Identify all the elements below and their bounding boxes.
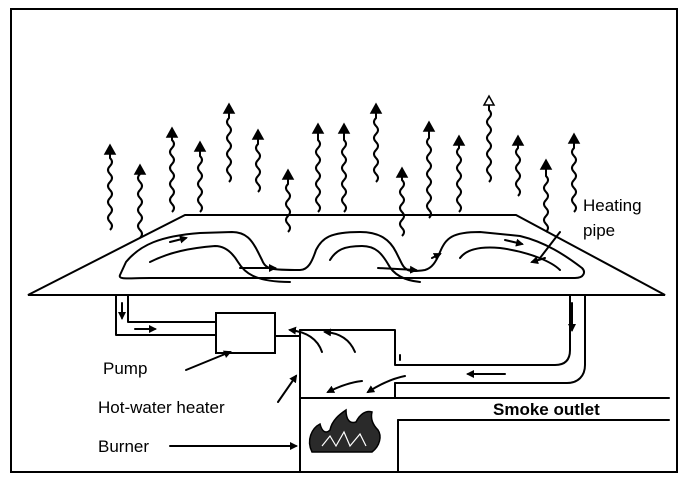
heat-wave-arrow	[285, 178, 291, 233]
heat-wave-arrow	[341, 132, 347, 213]
heat-wave-arrow	[137, 173, 143, 239]
heat-arrowhead	[103, 143, 117, 155]
heater-flow-arrows	[288, 326, 406, 394]
pump-label: Pump	[103, 359, 147, 378]
heat-wave-arrow	[571, 142, 577, 213]
label-leaders	[169, 231, 561, 450]
burner-label: Burner	[98, 437, 149, 456]
smoke-outlet-label: Smoke outlet	[493, 400, 600, 419]
coil-flow-arrows	[169, 235, 546, 274]
heat-arrowhead	[133, 163, 147, 175]
heat-wave-arrow	[486, 104, 492, 183]
heating-pipe-coil	[118, 231, 585, 283]
heating-label: Heating	[583, 196, 642, 215]
hot-water-heater-label: Hot-water heater	[98, 398, 225, 417]
heat-arrowhead	[395, 166, 409, 178]
pipe-label: pipe	[583, 221, 615, 240]
heat-wave-arrow	[543, 168, 549, 233]
heat-wave-arrow	[515, 144, 521, 197]
heat-arrowhead	[222, 102, 236, 114]
heat-arrowhead	[511, 134, 525, 146]
heat-arrowhead	[337, 122, 351, 134]
heat-arrowhead	[567, 132, 581, 144]
heat-arrowhead	[452, 134, 466, 146]
heat-wave-arrow	[315, 132, 321, 213]
heat-arrowhead	[251, 128, 265, 140]
heat-wave-arrow	[426, 130, 432, 219]
heat-arrowhead	[422, 120, 436, 132]
heat-wave-arrow	[399, 176, 405, 237]
heat-wave-arrows	[103, 94, 581, 239]
heat-arrowhead	[369, 102, 383, 114]
flame-icon	[308, 408, 381, 453]
heat-arrowhead	[311, 122, 325, 134]
heat-wave-arrow	[107, 153, 113, 231]
heat-arrowhead	[281, 168, 295, 180]
heat-wave-arrow	[169, 136, 175, 213]
diagram-frame	[10, 8, 678, 473]
supply-return-pipes	[115, 294, 670, 473]
heat-arrowhead	[482, 94, 496, 106]
heat-wave-arrow	[226, 112, 232, 183]
heat-arrowhead	[165, 126, 179, 138]
heat-wave-arrow	[373, 112, 379, 183]
heat-wave-arrow	[255, 138, 261, 193]
floor-slab	[27, 214, 666, 296]
heat-wave-arrow	[456, 144, 462, 213]
heat-wave-arrow	[197, 150, 203, 213]
heat-arrowhead	[539, 158, 553, 170]
pump	[215, 312, 276, 354]
heat-arrowhead	[193, 140, 207, 152]
